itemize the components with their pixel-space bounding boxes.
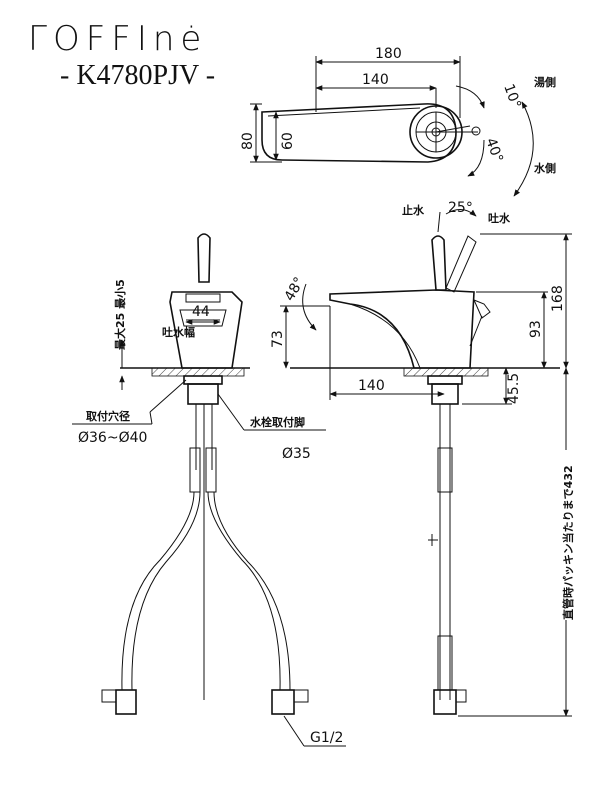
angle-cold: 40° — [482, 136, 506, 165]
thickness-label: 最大25 最小5 — [113, 279, 127, 350]
angle-hot: 10° — [500, 82, 524, 111]
dim-432-label: 直管時パッキン当たりまで432 — [561, 465, 575, 620]
dim-60: 60 — [280, 132, 296, 150]
dim-80: 80 — [240, 132, 256, 150]
spout-water-label: 吐水 — [488, 211, 511, 225]
top-view: 180 140 80 60 10° 40° 湯側 水側 — [240, 46, 556, 197]
dim-44: 44 — [192, 304, 210, 320]
dim-93: 93 — [528, 320, 544, 338]
front-view: 44 吐水幅 最大25 最小5 取付穴径 Ø36~Ø40 水栓取付脚 Ø35 G… — [72, 233, 346, 747]
dim-73: 73 — [270, 330, 286, 348]
thread-label: G1/2 — [310, 730, 343, 746]
dim-168: 168 — [550, 285, 566, 312]
dim-140-top: 140 — [362, 72, 389, 88]
side-view: 止水 吐水 25° 48° 168 93 73 140 45.5 直管時パッキン… — [270, 200, 576, 717]
stop-water-label: 止水 — [402, 203, 425, 217]
leg-value: Ø35 — [282, 446, 311, 462]
mount-hole-value: Ø36~Ø40 — [78, 430, 147, 446]
hot-side-label: 湯側 — [534, 75, 556, 89]
angle-25: 25° — [448, 200, 473, 216]
leg-label: 水栓取付脚 — [250, 415, 305, 429]
dim-140-side: 140 — [358, 378, 385, 394]
dim-180: 180 — [375, 46, 402, 62]
dim-45-5: 45.5 — [506, 373, 522, 404]
spout-width-label: 吐水幅 — [162, 325, 195, 339]
model-number: - K4780PJV - — [60, 60, 216, 91]
cold-side-label: 水側 — [534, 161, 556, 175]
mount-hole-label: 取付穴径 — [86, 409, 130, 423]
brand-logo: ΓOFFInė — [28, 19, 208, 59]
angle-48: 48° — [282, 274, 308, 304]
